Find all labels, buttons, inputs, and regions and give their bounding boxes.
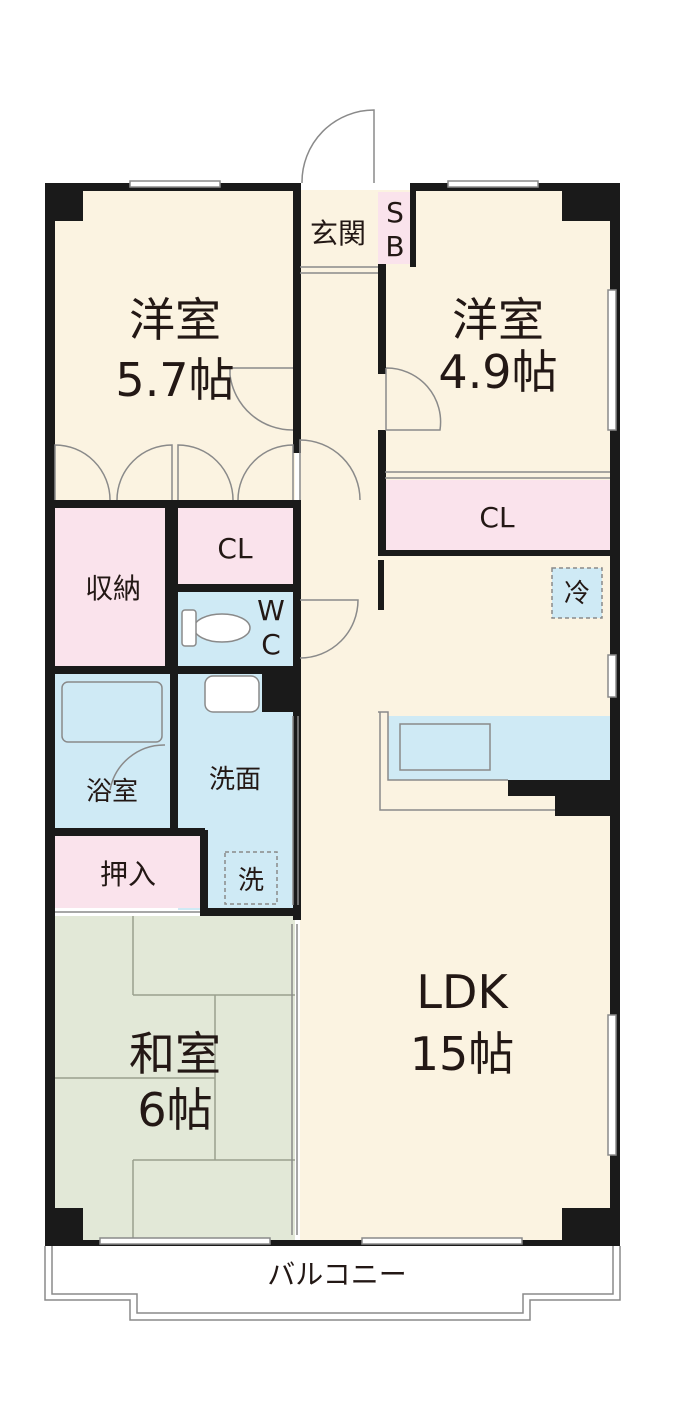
ldk-size: 15帖 [410,1027,515,1081]
fixtures-lines [44,180,621,1321]
washer-label: 洗 [238,866,264,896]
storage-floor [55,508,165,666]
fridge-label: 冷 [564,579,590,609]
shoe-box-label-s: S [386,196,404,229]
balcony-label: バルコニー [267,1258,406,1291]
ldk-name: LDK [416,965,509,1019]
entrance-label: 玄関 [310,217,366,250]
storage-label: 収納 [85,572,141,605]
western-room-2-size: 4.9帖 [438,345,557,399]
washroom-label: 洗面 [209,765,261,795]
western-room-1-size: 5.7帖 [115,353,234,407]
closet-2-floor [385,480,610,550]
wc-label-w: W [257,594,285,627]
western-room-2-floor [380,190,610,480]
washer-space [224,851,278,905]
shoe-box-floor [378,192,412,264]
japanese-room-name: 和室 [129,1027,221,1081]
bathroom-label: 浴室 [86,777,138,807]
western-room-1-name: 洋室 [129,293,221,347]
oshiire-label: 押入 [100,858,156,891]
wc-label-c: C [261,628,281,661]
closet-1-floor [178,508,293,584]
tatami-mats [55,916,295,1240]
western-room-2-name: 洋室 [452,293,544,347]
closet-1-label: CL [217,532,253,565]
fridge-space [551,567,603,619]
japanese-room-size: 6帖 [137,1083,212,1137]
ldk-floor [300,555,610,1240]
walls [45,183,620,1246]
oshiire-floor [55,836,200,908]
shoe-box-label-b: B [385,230,404,263]
door-swings [54,109,442,791]
western-room-1-floor [55,190,295,500]
closet-2-label: CL [479,501,515,534]
